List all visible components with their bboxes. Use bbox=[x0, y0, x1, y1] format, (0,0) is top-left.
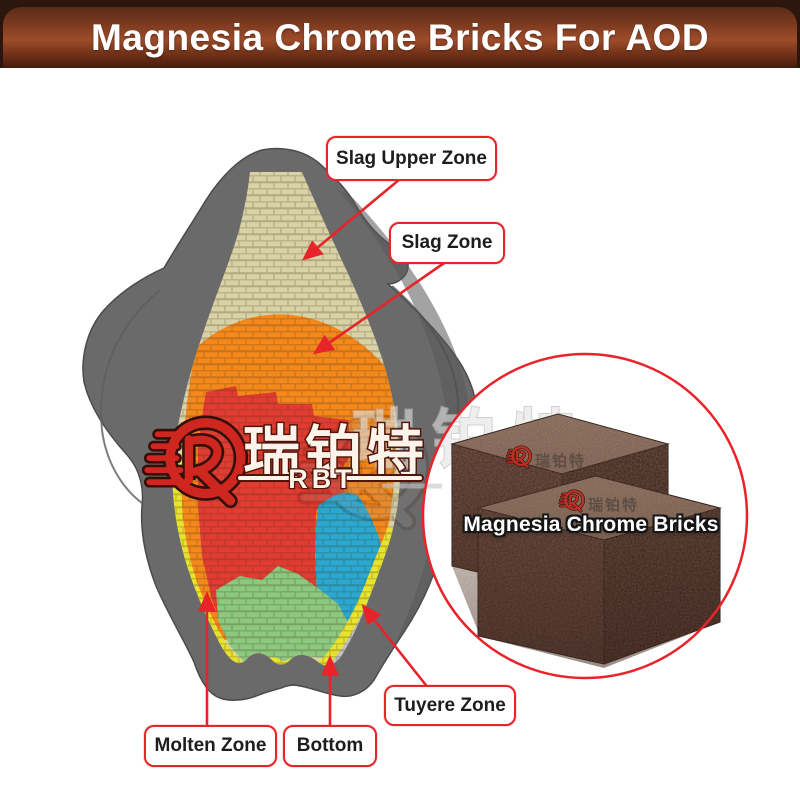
label-molten-zone-text: Molten Zone bbox=[154, 735, 267, 756]
brick-logo-stamps: 瑞铂特 瑞铂特 bbox=[503, 445, 639, 514]
brand-latin-row: RBT bbox=[236, 463, 424, 495]
trunnion-crease-left bbox=[100, 289, 161, 504]
label-tuyere-zone: Tuyere Zone bbox=[384, 685, 516, 726]
label-slag-upper-zone-text: Slag Upper Zone bbox=[336, 147, 487, 169]
stamp-chinese-back: 瑞铂特 bbox=[535, 452, 586, 470]
header-bar: Magnesia Chrome Bricks For AOD bbox=[0, 0, 800, 68]
arrow-slag-upper-zone bbox=[302, 178, 401, 261]
header-gradient-panel: Magnesia Chrome Bricks For AOD bbox=[3, 7, 797, 68]
inset-circle-border bbox=[421, 352, 749, 680]
label-tuyere-zone-text: Tuyere Zone bbox=[394, 694, 506, 716]
page-title: Magnesia Chrome Bricks For AOD bbox=[90, 16, 710, 58]
arrow-slag-zone bbox=[312, 259, 448, 355]
label-bottom-zone-text: Bottom bbox=[296, 735, 364, 756]
brand-latin-text: RBT bbox=[288, 464, 356, 494]
brand-logo: 瑞铂特 RBT bbox=[143, 421, 426, 501]
label-slag-upper-zone: Slag Upper Zone bbox=[326, 136, 497, 181]
inset-caption: Magnesia Chrome Bricks bbox=[463, 513, 719, 536]
label-bottom-zone: Bottom bbox=[283, 725, 377, 767]
arrow-tuyere-zone bbox=[361, 603, 431, 690]
callout-arrows bbox=[197, 178, 448, 726]
label-slag-zone-text: Slag Zone bbox=[401, 232, 493, 253]
label-molten-zone: Molten Zone bbox=[144, 725, 277, 767]
stamp-chinese-front: 瑞铂特 bbox=[588, 496, 639, 514]
label-slag-zone: Slag Zone bbox=[389, 222, 505, 264]
